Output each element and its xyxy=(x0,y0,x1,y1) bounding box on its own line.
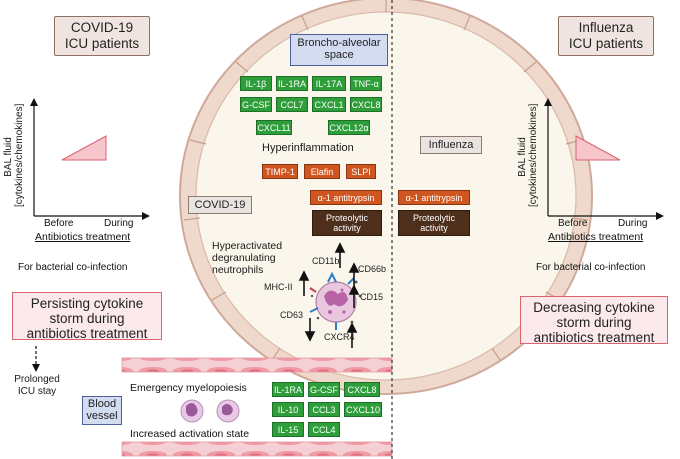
left-note: For bacterial co-infection xyxy=(18,262,128,273)
proteolytic-influenza-line2: activity xyxy=(420,223,448,233)
proteolytic-influenza-line1: Proteolytic xyxy=(412,213,456,223)
marker-arrows xyxy=(298,242,360,348)
right-tick-during: During xyxy=(618,218,648,229)
chip-g-csf: G-CSF xyxy=(240,97,272,112)
blood-vessel-label: Blood vessel xyxy=(82,396,122,425)
hyperinflammation-label: Hyperinflammation xyxy=(262,142,354,154)
marker-cd11b: CD11b xyxy=(312,256,340,266)
blood-chip-g-csf: G-CSF xyxy=(308,382,340,397)
neutrophil-label: Hyperactivated degranulating neutrophils xyxy=(212,240,282,276)
left-panel-title: COVID-19 ICU patients xyxy=(54,16,150,56)
prolonged-line1: Prolonged xyxy=(14,374,60,385)
right-mini-chart xyxy=(544,98,664,220)
left-y-label-line1: BAL fluid xyxy=(3,137,14,177)
blood-chip-il-10: IL-10 xyxy=(272,402,304,417)
vessel-wall-top xyxy=(121,357,393,373)
chip-cxcl8: CXCL8 xyxy=(350,97,382,112)
right-conclusion-box: Decreasing cytokine storm during antibio… xyxy=(520,296,668,345)
chip-timp-1: TIMP-1 xyxy=(262,164,298,179)
blood-chip-cxcl8: CXCL8 xyxy=(344,382,380,397)
chip-il-1ra: IL-1RA xyxy=(276,76,308,91)
chip-slpi: SLPI xyxy=(346,164,376,179)
left-trend-triangle xyxy=(61,135,107,161)
marker-cd66b: CD66b xyxy=(358,264,387,274)
left-x-axis-label: Antibiotics treatment xyxy=(35,231,131,243)
activation-label: Increased activation state xyxy=(130,428,250,440)
blood-chip-il-1ra: IL-1RA xyxy=(272,382,304,397)
myelopoiesis-label: Emergency myelopoiesis xyxy=(130,382,247,394)
right-y-label-line2: [cytokines/chemokines] xyxy=(528,103,539,207)
neutrophil-line1: Hyperactivated xyxy=(212,240,283,252)
left-y-axis-label: BAL fluid [cytokines/chemokines] xyxy=(3,103,25,207)
left-conclusion-line1: Persisting cytokine xyxy=(30,296,144,311)
neutrophil-line2: degranulating xyxy=(212,252,276,264)
blood-cells xyxy=(180,399,240,423)
right-trend-triangle xyxy=(575,135,621,161)
left-mini-chart xyxy=(30,98,150,220)
chip-il-1b: IL-1β xyxy=(240,76,272,91)
marker-cd15: CD15 xyxy=(360,292,384,302)
blood-chip-cxcl10: CXCL10 xyxy=(344,402,382,417)
left-conclusion-box: Persisting cytokine storm during antibio… xyxy=(12,292,162,341)
space-line2: space xyxy=(324,49,354,61)
blood-chip-ccl3: CCL3 xyxy=(308,402,340,417)
blood-chip-ccl4: CCL4 xyxy=(308,422,340,437)
right-title-line1: Influenza xyxy=(578,20,634,35)
left-tick-before: Before xyxy=(44,218,74,229)
covid-19-tag: COVID-19 xyxy=(188,196,252,214)
alveolus-cell-junctions xyxy=(183,0,589,361)
left-conclusion-line2: storm during xyxy=(49,311,125,326)
chip-tnf-a: TNF-α xyxy=(350,76,382,91)
chip-il-17a: IL-17A xyxy=(312,76,346,91)
chip-cxcl12a: CXCL12α xyxy=(328,120,370,135)
right-panel-title: Influenza ICU patients xyxy=(558,16,654,56)
left-title-line2: ICU patients xyxy=(64,36,140,51)
chip-ccl7: CCL7 xyxy=(276,97,308,112)
left-y-label-line2: [cytokines/chemokines] xyxy=(14,103,25,207)
chip-elafin: Elafin xyxy=(304,164,340,179)
chip-cxcl1: CXCL1 xyxy=(312,97,346,112)
right-title-line2: ICU patients xyxy=(568,36,644,51)
chip-proteolytic-influenza: Proteolytic activity xyxy=(398,210,470,236)
neutrophil-line3: neutrophils xyxy=(212,264,264,276)
chip-antitrypsin-covid: α-1 antitrypsin xyxy=(310,190,382,205)
right-conclusion-line3: antibiotics treatment xyxy=(533,330,655,345)
prolonged-arrow-head xyxy=(32,364,40,372)
blood-chip-il-15: IL-15 xyxy=(272,422,304,437)
left-tick-during: During xyxy=(104,218,134,229)
broncho-alveolar-space-label: Broncho-alveolar space xyxy=(290,34,388,66)
right-x-axis-label: Antibiotics treatment xyxy=(548,231,644,243)
proteolytic-covid-line1: Proteolytic xyxy=(325,213,369,223)
right-conclusion-line1: Decreasing cytokine xyxy=(533,300,655,315)
space-line1: Broncho-alveolar xyxy=(297,37,381,49)
right-conclusion-line2: storm during xyxy=(556,315,632,330)
right-y-axis-label: BAL fluid [cytokines/chemokines] xyxy=(517,103,539,207)
vessel-line1: Blood xyxy=(87,398,117,410)
chip-proteolytic-covid: Proteolytic activity xyxy=(312,210,382,236)
chip-antitrypsin-influenza: α-1 antitrypsin xyxy=(398,190,470,205)
marker-mhc-ii: MHC-II xyxy=(264,282,293,292)
prolonged-line2: ICU stay xyxy=(17,386,57,397)
vessel-line2: vessel xyxy=(86,410,118,422)
influenza-tag: Influenza xyxy=(420,136,482,154)
neutrophil-cell xyxy=(309,271,362,330)
right-y-label-line1: BAL fluid xyxy=(517,137,528,177)
vessel-wall-bottom xyxy=(121,441,393,457)
right-tick-before: Before xyxy=(558,218,588,229)
marker-cd63: CD63 xyxy=(280,310,304,320)
marker-cxcr4: CXCR4 xyxy=(324,332,355,342)
left-title-line1: COVID-19 xyxy=(70,20,134,35)
left-conclusion-line3: antibiotics treatment xyxy=(26,326,148,341)
right-note: For bacterial co-infection xyxy=(536,262,646,273)
prolonged-icu-stay: Prolonged ICU stay xyxy=(8,374,66,398)
chip-cxcl11: CXCL11 xyxy=(256,120,292,135)
proteolytic-covid-line2: activity xyxy=(333,223,361,233)
